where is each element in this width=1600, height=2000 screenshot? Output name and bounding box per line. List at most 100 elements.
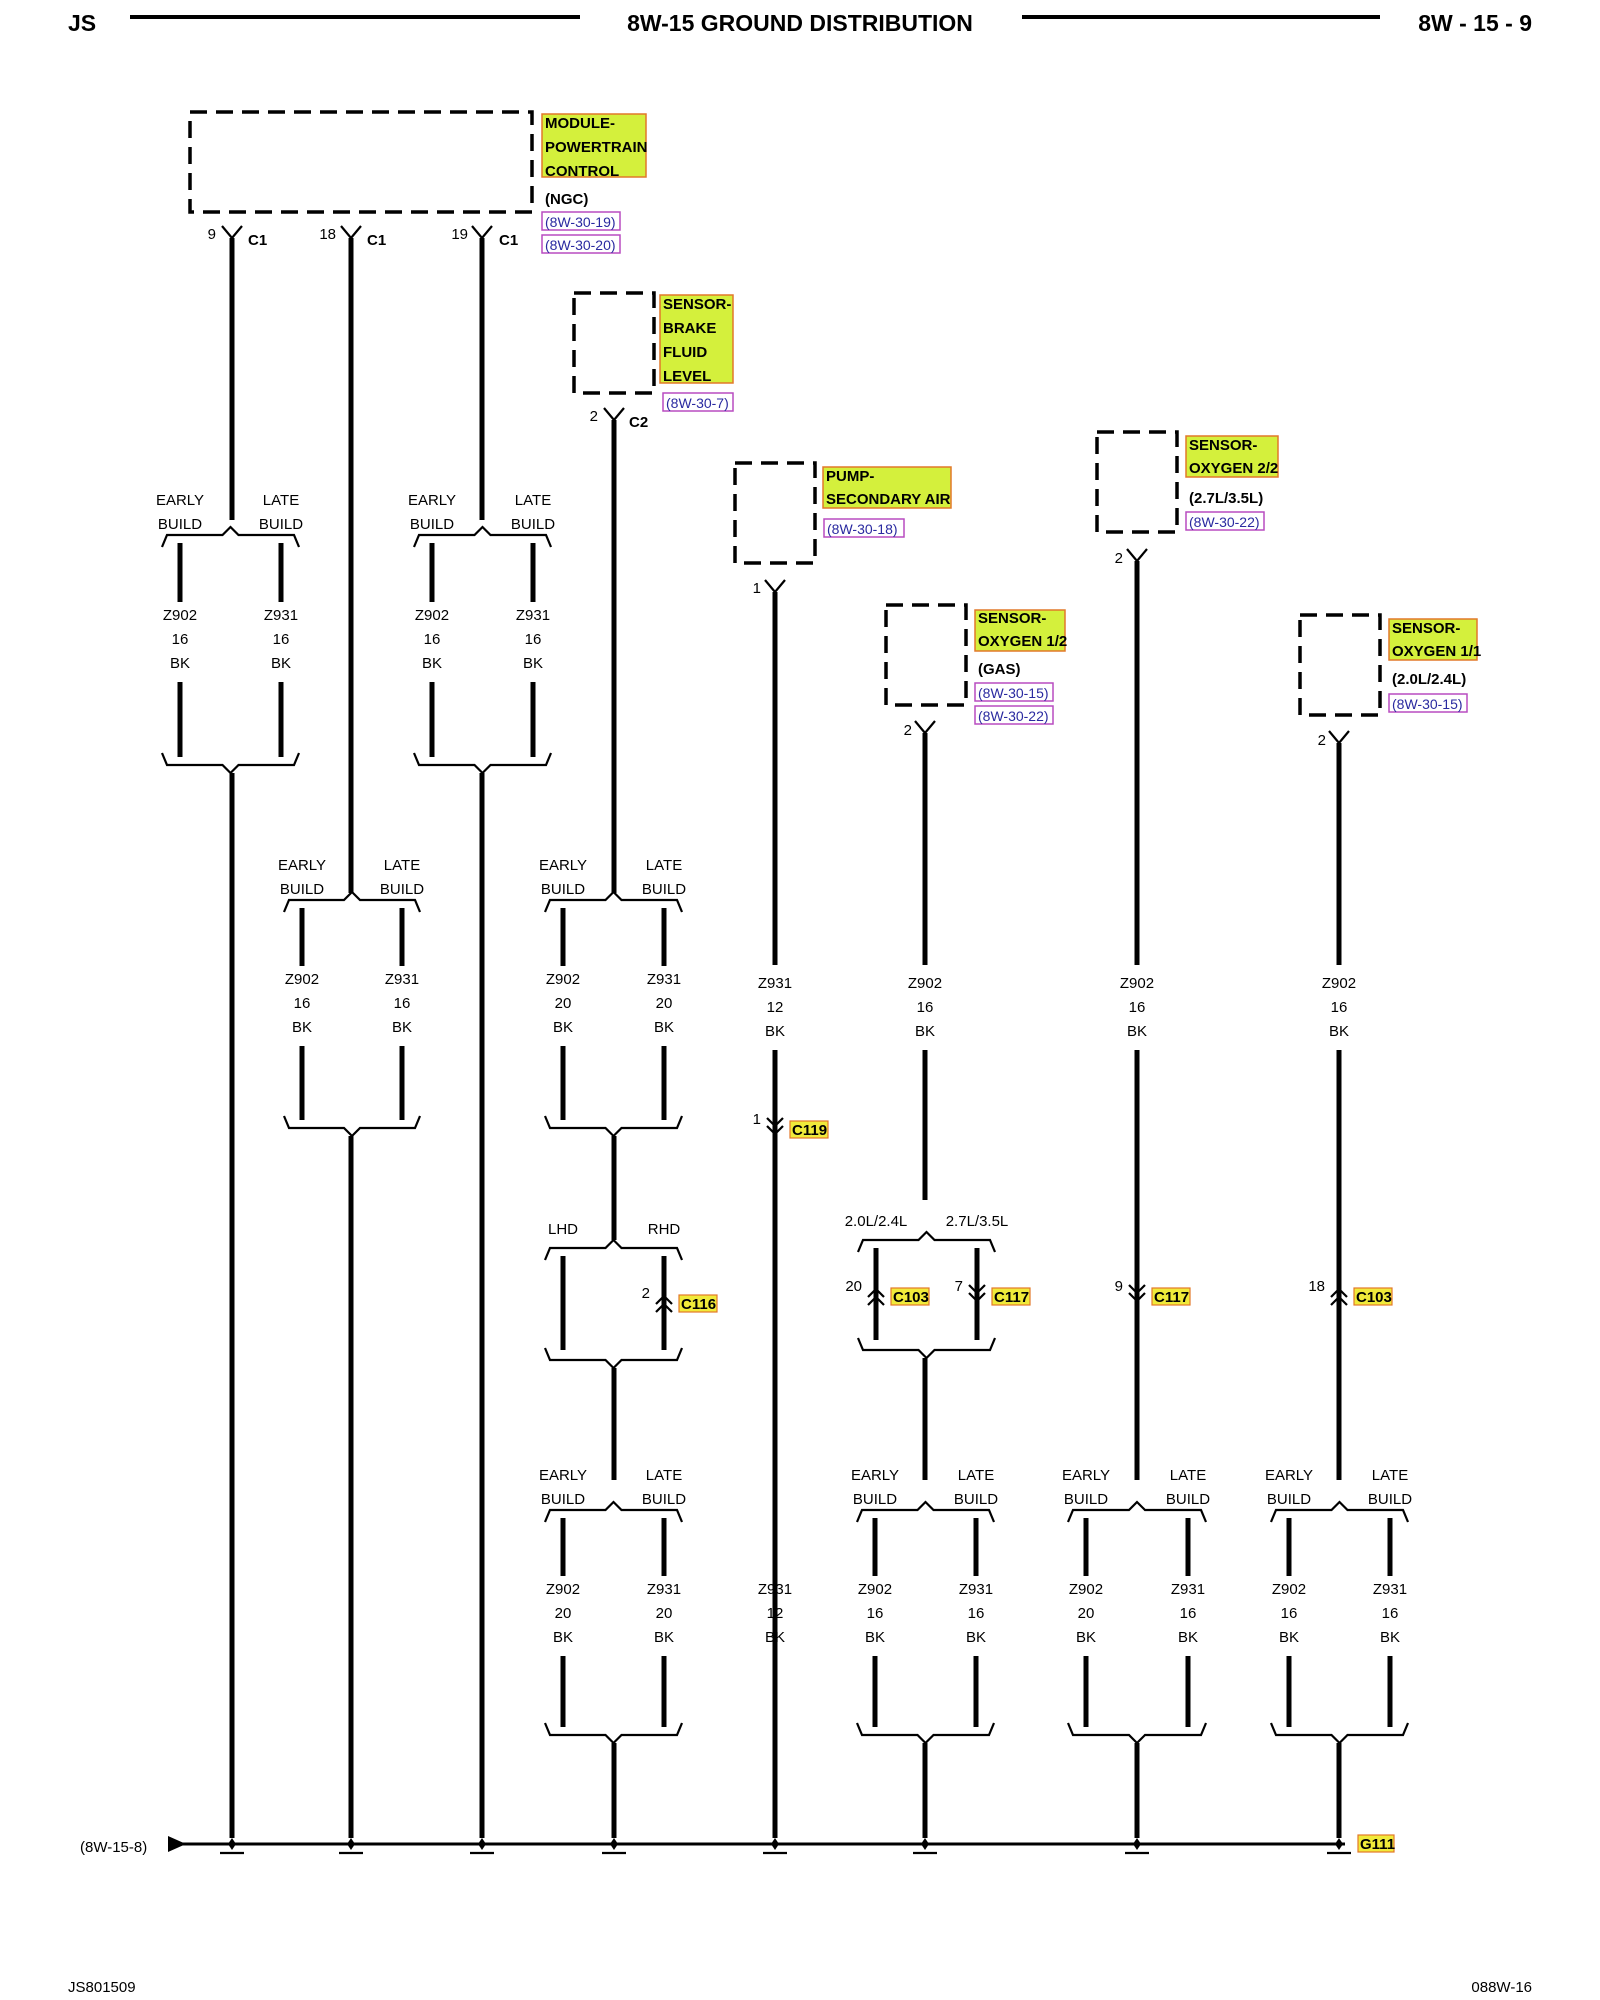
wire-color: BK bbox=[865, 1629, 885, 1646]
wire-gauge: 16 bbox=[1180, 1605, 1197, 1622]
wire-code: Z902 bbox=[415, 607, 449, 624]
page-header: JS 8W-15 GROUND DISTRIBUTION 8W - 15 - 9 bbox=[68, 10, 1532, 36]
wire-code: Z902 bbox=[285, 971, 319, 988]
svg-text:9: 9 bbox=[208, 226, 216, 243]
connector-mark bbox=[655, 1294, 673, 1313]
label: EARLY bbox=[1265, 1467, 1313, 1484]
wire-gauge: 12 bbox=[767, 1605, 784, 1622]
label: BUILD bbox=[642, 1491, 686, 1508]
svg-text:2: 2 bbox=[1318, 732, 1326, 749]
svg-text:LEVEL: LEVEL bbox=[663, 368, 711, 385]
label: LATE bbox=[1170, 1467, 1206, 1484]
wire-color: BK bbox=[1380, 1629, 1400, 1646]
ground-ref[interactable]: (8W-15-8) bbox=[80, 1839, 147, 1856]
wire-code: Z931 bbox=[1373, 1581, 1407, 1598]
connector-mark bbox=[1330, 1287, 1348, 1306]
splice-brace bbox=[856, 1230, 997, 1253]
pin-terminal bbox=[914, 720, 936, 735]
splice-brace bbox=[543, 1347, 684, 1370]
svg-text:19: 19 bbox=[451, 226, 468, 243]
wire-gauge: 16 bbox=[424, 631, 441, 648]
splice-brace bbox=[543, 1722, 684, 1745]
ref-link[interactable]: (8W-30-22) bbox=[978, 708, 1049, 724]
label: LATE bbox=[1372, 1467, 1408, 1484]
wire-gauge: 20 bbox=[656, 1605, 673, 1622]
wire-color: BK bbox=[765, 1629, 785, 1646]
wire-gauge: 16 bbox=[867, 1605, 884, 1622]
ground-id: G111 bbox=[1360, 1836, 1395, 1853]
splice-brace bbox=[412, 752, 553, 775]
wire-code: Z931 bbox=[647, 971, 681, 988]
wire-gauge: 16 bbox=[968, 1605, 985, 1622]
pin-terminal bbox=[340, 225, 362, 240]
ref-link[interactable]: (8W-30-18) bbox=[827, 521, 898, 537]
wire-gauge: 16 bbox=[273, 631, 290, 648]
wire-gauge: 16 bbox=[1331, 999, 1348, 1016]
label: LATE bbox=[515, 492, 551, 509]
ref-link[interactable]: (8W-30-15) bbox=[1392, 696, 1463, 712]
splice-brace bbox=[412, 525, 553, 548]
component-pcm: MODULE- POWERTRAIN CONTROL (NGC) (8W-30-… bbox=[188, 110, 648, 254]
label: BUILD bbox=[380, 881, 424, 898]
label: EARLY bbox=[851, 1467, 899, 1484]
label: LATE bbox=[263, 492, 299, 509]
svg-text:FLUID: FLUID bbox=[663, 344, 707, 361]
label: LATE bbox=[384, 857, 420, 874]
label: EARLY bbox=[408, 492, 456, 509]
svg-text:SENSOR-: SENSOR- bbox=[1189, 437, 1257, 454]
label: BUILD bbox=[1368, 1491, 1412, 1508]
pin-terminal bbox=[221, 225, 243, 240]
svg-text:POWERTRAIN: POWERTRAIN bbox=[545, 139, 648, 156]
label: BUILD bbox=[541, 1491, 585, 1508]
wire-code: Z902 bbox=[1069, 1581, 1103, 1598]
wire-color: BK bbox=[915, 1023, 935, 1040]
svg-text:2: 2 bbox=[904, 722, 912, 739]
wire-gauge: 16 bbox=[917, 999, 934, 1016]
connector-pin: 20 bbox=[845, 1278, 862, 1295]
wire-color: BK bbox=[553, 1629, 573, 1646]
page-title: 8W-15 GROUND DISTRIBUTION bbox=[627, 10, 973, 36]
wire-code: Z931 bbox=[264, 607, 298, 624]
ref-link[interactable]: (8W-30-15) bbox=[978, 685, 1049, 701]
wire-color: BK bbox=[271, 655, 291, 672]
ref-link[interactable]: (8W-30-7) bbox=[666, 395, 729, 411]
connector-mark bbox=[867, 1287, 885, 1306]
svg-text:SENSOR-: SENSOR- bbox=[1392, 620, 1460, 637]
wire-color: BK bbox=[422, 655, 442, 672]
wire-color: BK bbox=[1178, 1629, 1198, 1646]
label: 2.0L/2.4L bbox=[845, 1213, 908, 1230]
pin-terminal bbox=[1328, 730, 1350, 745]
ref-link[interactable]: (8W-30-20) bbox=[545, 237, 616, 253]
wire-code: Z902 bbox=[1120, 975, 1154, 992]
wire-gauge: 16 bbox=[394, 995, 411, 1012]
svg-text:PUMP-: PUMP- bbox=[826, 468, 874, 485]
connector-mark bbox=[1128, 1284, 1146, 1303]
label: BUILD bbox=[259, 516, 303, 533]
splice-brace bbox=[543, 1238, 684, 1261]
svg-text:BRAKE: BRAKE bbox=[663, 320, 716, 337]
svg-text:(2.0L/2.4L): (2.0L/2.4L) bbox=[1392, 671, 1466, 688]
svg-text:CONTROL: CONTROL bbox=[545, 163, 619, 180]
ref-link[interactable]: (8W-30-22) bbox=[1189, 514, 1260, 530]
component-secondary-air-pump: PUMP- SECONDARY AIR (8W-30-18) bbox=[733, 461, 952, 565]
footer-left: JS801509 bbox=[68, 1979, 136, 1996]
wire-gauge: 16 bbox=[525, 631, 542, 648]
wire-gauge: 20 bbox=[656, 995, 673, 1012]
splice-brace bbox=[855, 1500, 996, 1523]
connector-id: C116 bbox=[681, 1296, 716, 1313]
svg-text:SECONDARY AIR: SECONDARY AIR bbox=[826, 491, 951, 508]
wire-color: BK bbox=[654, 1629, 674, 1646]
connector-id: C119 bbox=[792, 1122, 827, 1139]
ref-link[interactable]: (8W-30-19) bbox=[545, 214, 616, 230]
wire-code: Z931 bbox=[1171, 1581, 1205, 1598]
connector-tag bbox=[991, 1287, 1031, 1306]
wiring-network: EARLYBUILDLATEBUILDZ90216BKZ93116BKEARLY… bbox=[156, 225, 1412, 1855]
wire-code: Z931 bbox=[758, 1581, 792, 1598]
wire-code: Z902 bbox=[1322, 975, 1356, 992]
svg-text:OXYGEN 2/2: OXYGEN 2/2 bbox=[1189, 460, 1278, 477]
wire-gauge: 16 bbox=[1281, 1605, 1298, 1622]
splice-brace bbox=[160, 752, 301, 775]
component-brake-fluid-sensor: SENSOR- BRAKE FLUID LEVEL (8W-30-7) bbox=[572, 291, 734, 412]
label: RHD bbox=[648, 1221, 681, 1238]
label: EARLY bbox=[278, 857, 326, 874]
